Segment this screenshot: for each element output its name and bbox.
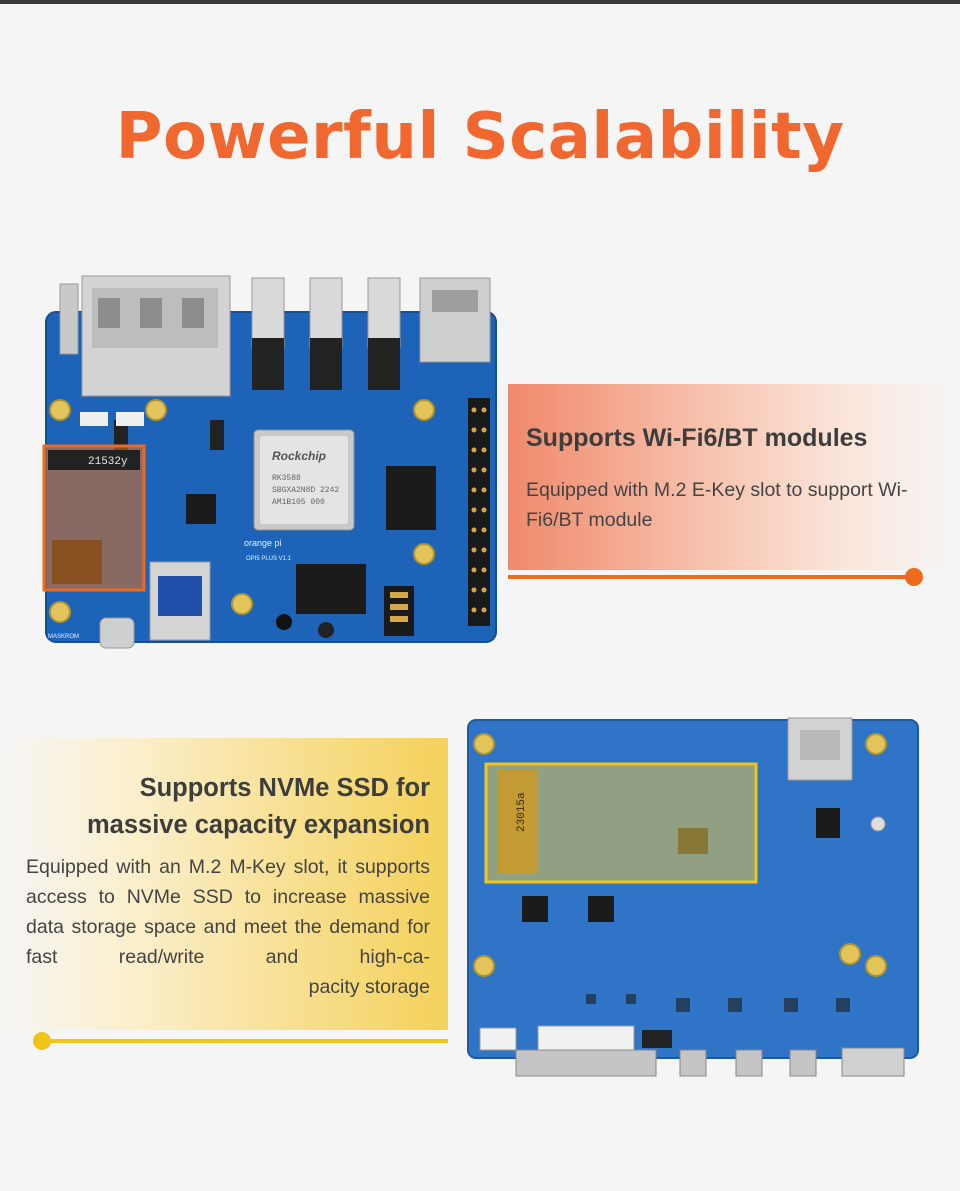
soc-line2-text: SBGXA2N8D 2242 (272, 486, 339, 495)
feature-nvme-heading: Supports NVMe SSD for massive capacity e… (20, 770, 430, 844)
feature-wifi-divider-line (508, 575, 914, 579)
soc-brand-text: Rockchip (272, 449, 326, 463)
feature-nvme-heading-line1: Supports NVMe SSD for (139, 774, 430, 802)
board-model-text: OPI5 PLUS V1.1 (246, 556, 292, 562)
feature-nvme-description: Equipped with an M.2 M-Key slot, it supp… (26, 856, 430, 968)
page-title: Powerful Scalability (115, 100, 845, 174)
feature-wifi-panel (508, 384, 960, 570)
feature-nvme-panel (0, 738, 448, 1030)
board-logo-text: orange pi (244, 538, 282, 548)
top-slot-label-text: 21532y (88, 456, 128, 468)
bottom-slot-label-text: 23015a (516, 792, 528, 832)
feature-wifi-heading: Supports Wi-Fi6/BT modules (526, 424, 868, 452)
board-bottom-image: 23015a (467, 717, 919, 1077)
maskrom-text: MASKROM (48, 634, 79, 640)
feature-wifi-description: Equipped with M.2 E-Key slot to support … (526, 479, 908, 531)
feature-nvme-dot (33, 1032, 51, 1050)
feature-nvme-divider-line (42, 1039, 448, 1043)
soc-line3-text: AM1B105 000 (272, 498, 325, 507)
board-top-image: Rockchip RK3588 SBGXA2N8D 2242 AM1B105 0… (42, 275, 497, 649)
feature-nvme-heading-line2: massive capacity expansion (86, 811, 430, 839)
soc-line1-text: RK3588 (272, 474, 301, 483)
feature-wifi-dot (905, 568, 923, 586)
feature-nvme-description-last-line: pacity storage (308, 976, 430, 998)
top-border (0, 0, 960, 4)
